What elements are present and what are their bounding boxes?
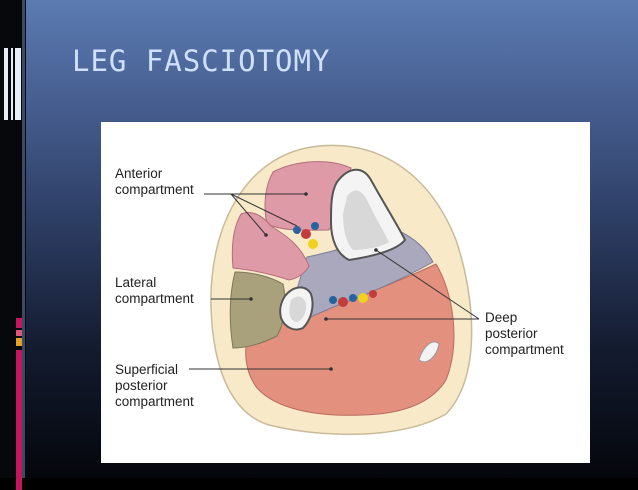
anterior-label-line1: Anterior [115, 166, 163, 181]
lateral-label-line1: Lateral [115, 275, 157, 290]
deep-label-line3: compartment [485, 342, 564, 357]
superficial-label-line3: compartment [115, 394, 194, 409]
strip-divider-line [22, 0, 25, 478]
superficial-label-line2: posterior [115, 378, 168, 393]
leg-cross-section-figure: Anterior compartment Lateral compartment… [101, 122, 590, 463]
slide-title: LEG FASCIOTOMY [72, 44, 331, 78]
leader-lines [189, 193, 480, 370]
deep-label-line1: Deep [485, 310, 518, 325]
anterior-label-line2: compartment [115, 182, 194, 197]
leader-dots [249, 192, 378, 371]
superficial-label-line1: Superficial [115, 362, 179, 377]
lateral-compartment-label: Lateral compartment [115, 275, 194, 307]
lateral-muscle [229, 271, 286, 349]
deep-label-line2: posterior [485, 326, 538, 341]
anterior-compartment-label: Anterior compartment [115, 166, 194, 198]
anterior-muscle-lower [231, 212, 310, 281]
lateral-label-line2: compartment [115, 291, 194, 306]
deep-posterior-compartment-label: Deep posterior compartment [485, 310, 564, 358]
superficial-posterior-compartment-label: Superficial posterior compartment [115, 362, 194, 410]
cross-section-diagram [189, 144, 480, 436]
